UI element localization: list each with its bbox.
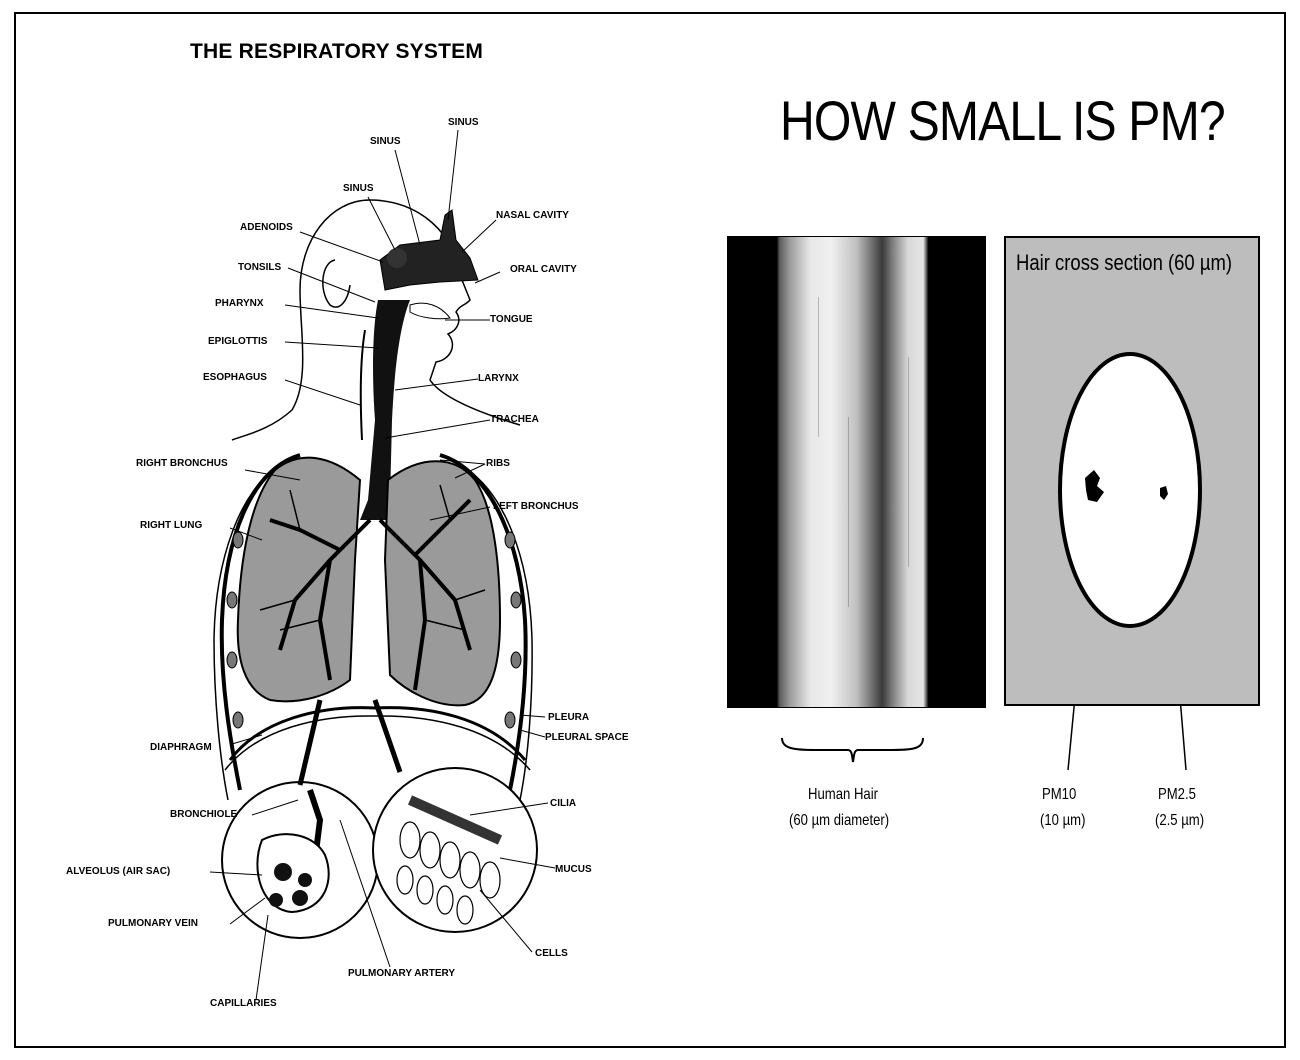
label-nasal-cavity: NASAL CAVITY: [496, 210, 569, 222]
hair-caption-line1: Human Hair: [808, 786, 878, 804]
label-adenoids: ADENOIDS: [240, 222, 293, 234]
pm25-label: PM2.5: [1158, 786, 1196, 804]
label-tongue: TONGUE: [490, 314, 533, 326]
label-pleura: PLEURA: [548, 712, 589, 724]
label-tonsils: TONSILS: [238, 262, 281, 274]
pm10-size: (10 µm): [1040, 812, 1085, 830]
respiratory-system-title: THE RESPIRATORY SYSTEM: [190, 40, 483, 64]
pm10-label: PM10: [1042, 786, 1076, 804]
label-larynx: LARYNX: [478, 373, 519, 385]
label-pharynx: PHARYNX: [215, 298, 264, 310]
label-alveolus: ALVEOLUS (AIR SAC): [66, 866, 170, 878]
label-epiglottis: EPIGLOTTIS: [208, 336, 267, 348]
cross-section-title: Hair cross section (60 µm): [1016, 250, 1232, 276]
label-pulmonary-artery: PULMONARY ARTERY: [348, 968, 455, 980]
label-pulmonary-vein: PULMONARY VEIN: [108, 918, 198, 930]
label-bronchiole: BRONCHIOLE: [170, 809, 237, 821]
label-diaphragm: DIAPHRAGM: [150, 742, 212, 754]
label-esophagus: ESOPHAGUS: [203, 372, 267, 384]
label-mucus: MUCUS: [555, 864, 592, 876]
label-ribs: RIBS: [486, 458, 510, 470]
label-pleural-space: PLEURAL SPACE: [545, 732, 629, 744]
label-capillaries: CAPILLARIES: [210, 998, 277, 1010]
label-cilia: CILIA: [550, 798, 576, 810]
hair-cross-section-circle: [1060, 354, 1200, 626]
label-cells: CELLS: [535, 948, 568, 960]
label-sinus-mid: SINUS: [370, 136, 401, 148]
label-right-bronchus: RIGHT BRONCHUS: [136, 458, 228, 470]
label-sinus-top: SINUS: [448, 117, 479, 129]
label-left-bronchus: LEFT BRONCHUS: [493, 501, 579, 513]
hair-caption-line2: (60 µm diameter): [789, 812, 889, 830]
label-sinus-low: SINUS: [343, 183, 374, 195]
label-trachea: TRACHEA: [490, 414, 539, 426]
how-small-is-pm-title: HOW SMALL IS PM?: [780, 88, 1225, 153]
label-right-lung: RIGHT LUNG: [140, 520, 202, 532]
pm25-size: (2.5 µm): [1155, 812, 1204, 830]
label-oral-cavity: ORAL CAVITY: [510, 264, 577, 276]
